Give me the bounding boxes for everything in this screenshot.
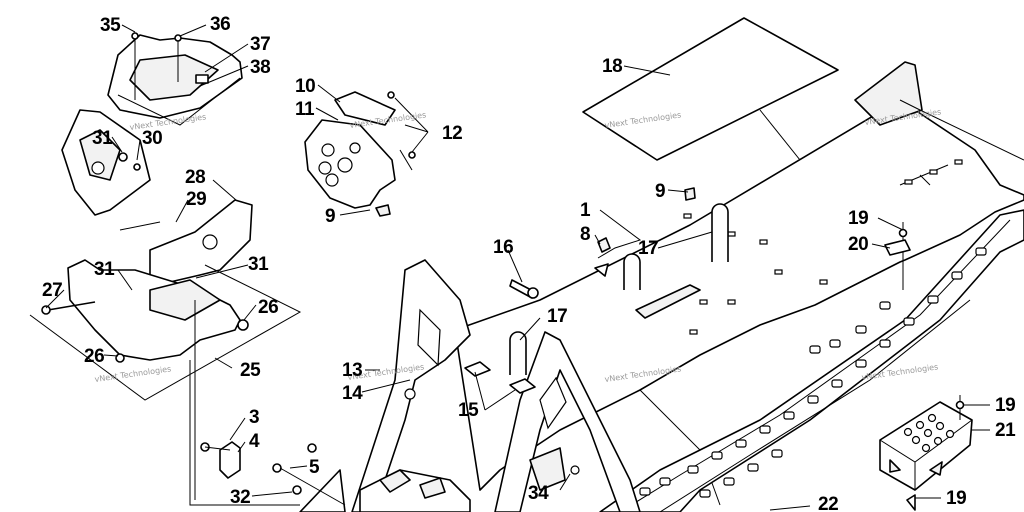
callout-5: 5 bbox=[309, 457, 320, 478]
callout-37: 37 bbox=[250, 34, 270, 55]
footrest-holes bbox=[903, 413, 955, 453]
callout-13: 13 bbox=[342, 360, 362, 381]
part-8-9-clips bbox=[594, 187, 696, 277]
leader-group-lines bbox=[189, 360, 300, 506]
callout-labels: 35 36 37 38 31 30 28 29 31 31 27 26 26 2… bbox=[42, 14, 1017, 512]
part-28-bracket bbox=[119, 199, 253, 283]
part-15-pads bbox=[464, 361, 536, 394]
callout-14: 14 bbox=[342, 383, 363, 404]
part-35-36-fasteners bbox=[131, 32, 182, 100]
part-22-running-board bbox=[599, 209, 1024, 512]
part-32-nut bbox=[292, 485, 302, 495]
callout-17-upper: 17 bbox=[638, 238, 658, 259]
part-34-frame bbox=[494, 331, 641, 512]
callout-26-right: 26 bbox=[258, 297, 278, 318]
callout-10: 10 bbox=[295, 76, 315, 97]
part-21-footrest bbox=[879, 401, 973, 491]
callout-36: 36 bbox=[210, 14, 230, 35]
callout-32: 32 bbox=[230, 487, 250, 508]
front-frame bbox=[299, 259, 471, 512]
callout-11: 11 bbox=[295, 99, 315, 120]
callout-17-lower: 17 bbox=[547, 306, 567, 327]
callout-15: 15 bbox=[458, 400, 479, 421]
callout-34: 34 bbox=[528, 483, 549, 504]
callout-12: 12 bbox=[442, 123, 462, 144]
callout-3: 3 bbox=[249, 407, 259, 428]
watermark: vNext Technologies bbox=[94, 364, 172, 384]
callout-31-right: 31 bbox=[248, 254, 269, 275]
part-10-11-bracket bbox=[304, 91, 416, 217]
callout-35: 35 bbox=[100, 15, 121, 36]
callout-18: 18 bbox=[602, 56, 622, 77]
leader-lines bbox=[45, 24, 990, 511]
callout-21: 21 bbox=[995, 420, 1016, 441]
running-board-holes bbox=[639, 247, 987, 498]
part-37-38-cover bbox=[107, 34, 243, 126]
callout-29: 29 bbox=[186, 189, 206, 210]
callout-19-mid: 19 bbox=[995, 395, 1015, 416]
callout-4: 4 bbox=[249, 431, 260, 452]
callout-19-bottom: 19 bbox=[946, 488, 966, 509]
callout-27: 27 bbox=[42, 280, 62, 301]
callout-9-left: 9 bbox=[325, 206, 335, 227]
part-1-tunnel bbox=[454, 61, 1024, 506]
callout-19-top: 19 bbox=[848, 208, 868, 229]
callout-20: 20 bbox=[848, 234, 868, 255]
callout-28: 28 bbox=[185, 167, 205, 188]
callout-30: 30 bbox=[142, 128, 162, 149]
part-17-ubolts bbox=[509, 203, 729, 375]
callout-26-left: 26 bbox=[84, 346, 104, 367]
callout-16: 16 bbox=[493, 237, 513, 258]
callout-31-left: 31 bbox=[94, 259, 115, 280]
callout-25: 25 bbox=[240, 360, 261, 381]
callout-22: 22 bbox=[818, 494, 838, 512]
callout-8: 8 bbox=[580, 224, 590, 245]
part-19-20-hardware bbox=[884, 222, 965, 511]
part-25-plate bbox=[29, 259, 302, 401]
callout-9-right: 9 bbox=[655, 181, 665, 202]
callout-1: 1 bbox=[580, 200, 591, 221]
part-3-4-bracket bbox=[200, 441, 241, 479]
callout-31-upper: 31 bbox=[92, 128, 113, 149]
part-5-bolts bbox=[272, 443, 346, 506]
part-27-bolt bbox=[41, 301, 96, 315]
part-30-31-bracket bbox=[61, 109, 151, 216]
part-16-bolt bbox=[509, 279, 539, 299]
callout-38: 38 bbox=[250, 57, 270, 78]
